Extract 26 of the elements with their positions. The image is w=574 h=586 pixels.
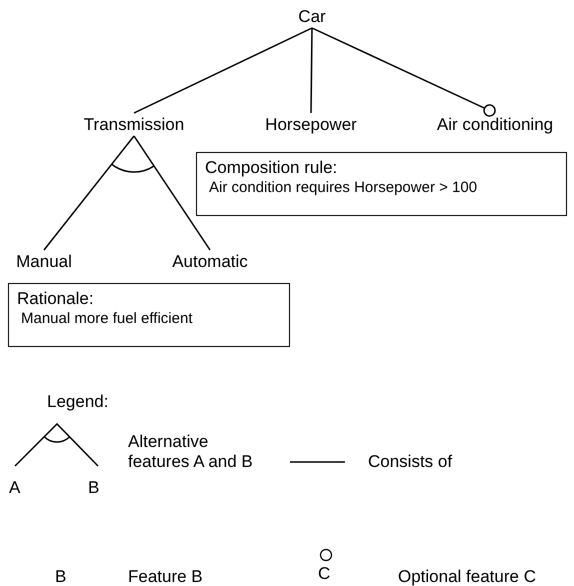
legend-text: Feature B [128, 567, 203, 586]
note-heading: Composition rule: [205, 157, 338, 178]
sample-letter: B [55, 567, 66, 586]
feature-label: Transmission [84, 115, 184, 135]
connector-line [134, 27, 312, 114]
legend-text: Optional feature C [398, 567, 536, 586]
sample-letter: A [9, 478, 20, 498]
feature-label: Manual [16, 252, 72, 272]
sample-letter: B [88, 478, 100, 498]
connector-line [312, 27, 496, 117]
note-box [8, 283, 290, 347]
feature-label: Car [298, 7, 326, 27]
legend-text: Consists of [368, 452, 452, 472]
note-heading: Rationale: [17, 288, 95, 309]
connector-line [133, 136, 211, 250]
sample-letter: C [318, 564, 330, 584]
note-text: Air condition requires Horsepower > 100 [208, 178, 478, 198]
feature-label: Automatic [172, 252, 248, 272]
connector-line [43, 136, 135, 250]
note-text: Manual more fuel efficient [20, 309, 194, 329]
note-box [196, 152, 567, 216]
connector-line [310, 28, 313, 114]
legend-text: Alternative features A and B [128, 432, 254, 472]
feature-label: Air conditioning [436, 115, 554, 135]
feature-label: Horsepower [265, 115, 357, 135]
legend-title: Legend: [47, 392, 108, 412]
